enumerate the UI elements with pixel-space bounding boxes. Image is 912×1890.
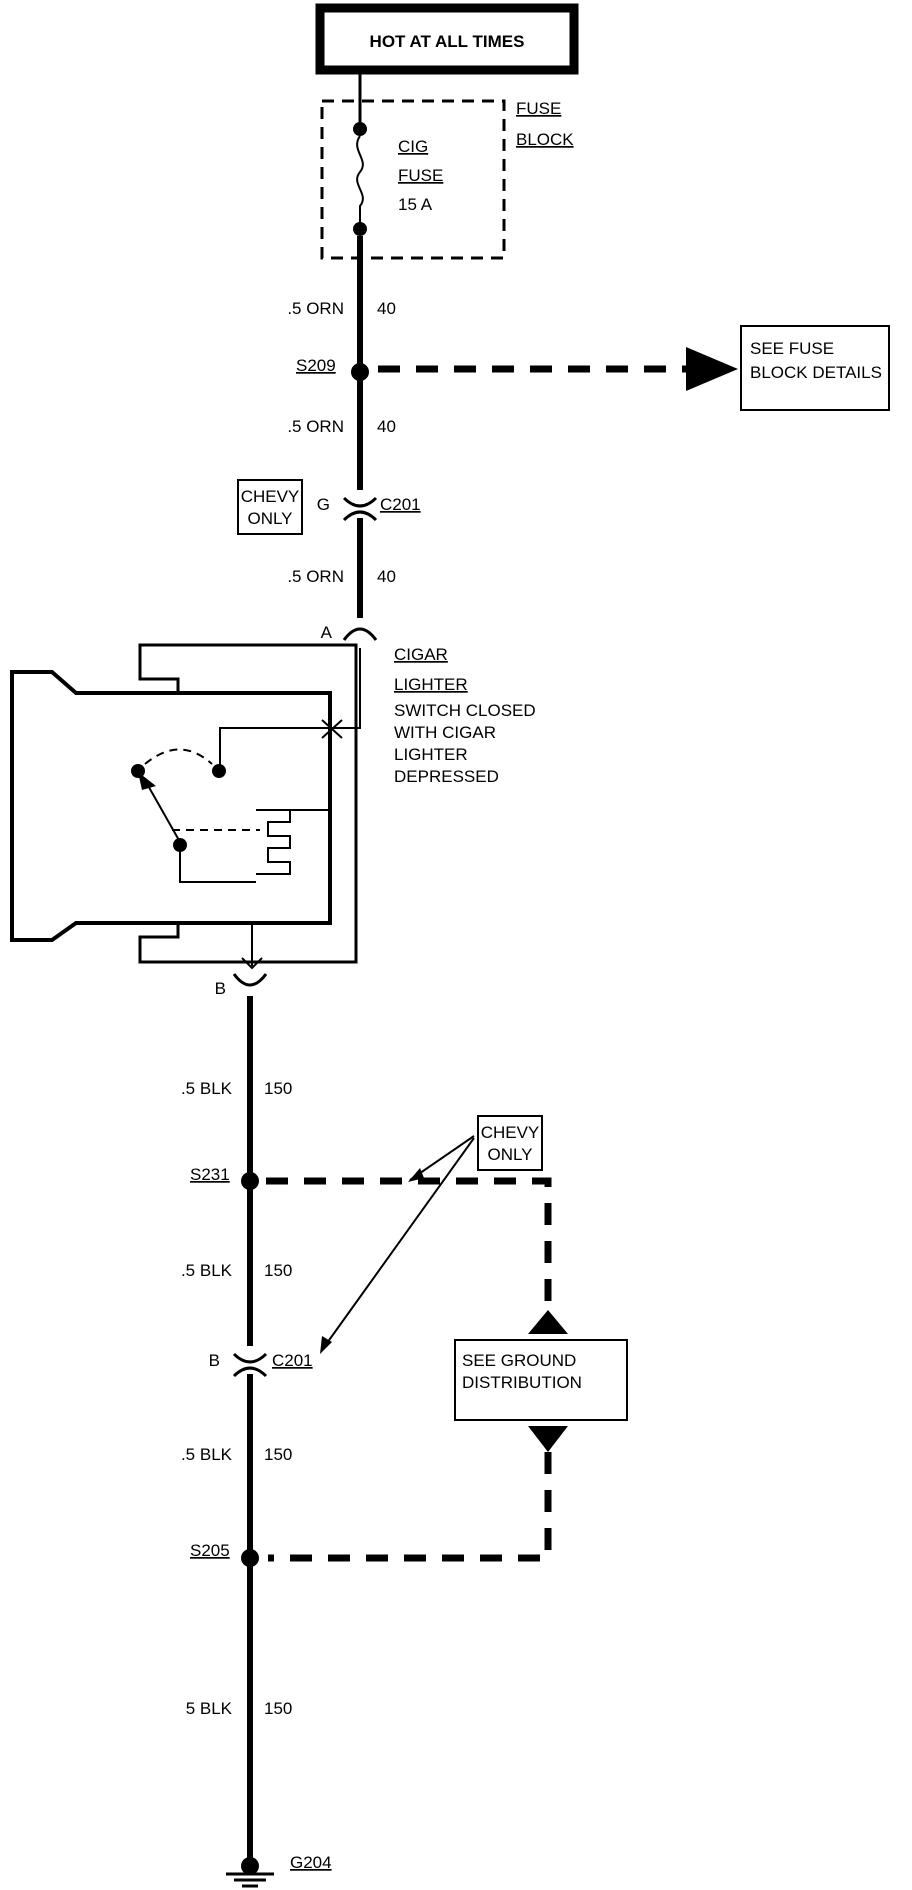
arrow-down-icon xyxy=(528,1426,568,1452)
wire-5-circuit: 150 xyxy=(264,1261,292,1280)
cigar-lighter-component: A B xyxy=(10,618,380,998)
component-name-line1: CIGAR xyxy=(394,645,448,664)
wire-5-gauge: .5 BLK xyxy=(181,1261,233,1280)
connector-c201-top-pin: G xyxy=(317,495,330,514)
component-desc-line2: WITH CIGAR xyxy=(394,723,496,742)
see-fuse-block-details-note: SEE FUSE BLOCK DETAILS xyxy=(740,325,890,411)
component-name-line2: LIGHTER xyxy=(394,675,468,694)
fuse-block-label-line1: FUSE xyxy=(516,99,561,118)
chevy-top-line2: ONLY xyxy=(247,509,292,528)
power-source-label: HOT AT ALL TIMES xyxy=(370,32,525,51)
splice-s231 xyxy=(241,1172,259,1190)
arrow-up-icon xyxy=(528,1310,568,1334)
switch-contact-icon xyxy=(321,719,343,739)
component-desc-line3: LIGHTER xyxy=(394,745,468,764)
fuse-element-icon xyxy=(356,135,364,226)
splice-s209-label: S209 xyxy=(296,356,336,375)
wire-3-circuit: 40 xyxy=(377,567,396,586)
wire-7-gauge: 5 BLK xyxy=(186,1699,233,1718)
see-fuse-line1: SEE FUSE xyxy=(750,339,834,358)
chevy-only-note-mid: CHEVY ONLY xyxy=(477,1115,543,1171)
component-desc-line4: DEPRESSED xyxy=(394,767,499,786)
switch-arrow-icon xyxy=(145,781,181,843)
fuse-rating: 15 A xyxy=(398,195,433,214)
lighter-pin-a: A xyxy=(321,623,333,642)
power-source-box: HOT AT ALL TIMES xyxy=(315,3,579,75)
see-fuse-line2: BLOCK DETAILS xyxy=(750,363,882,382)
ground-g204: G204 xyxy=(226,1853,332,1888)
ground-icon xyxy=(226,1872,274,1888)
arrow-right-icon xyxy=(686,347,738,391)
connector-c201-bottom-pin: B xyxy=(209,1351,220,1370)
ground-label: G204 xyxy=(290,1853,332,1872)
connector-c201-bottom-name: C201 xyxy=(272,1351,313,1370)
wire-2-gauge: .5 ORN xyxy=(287,417,344,436)
connector-c201-bottom: B C201 xyxy=(209,1346,313,1378)
see-ground-line1: SEE GROUND xyxy=(462,1351,576,1370)
splice-s205 xyxy=(241,1549,259,1567)
splice-s231-label: S231 xyxy=(190,1165,230,1184)
wire-4-circuit: 150 xyxy=(264,1079,292,1098)
wire-1-gauge: .5 ORN xyxy=(287,299,344,318)
chevy-top-line1: CHEVY xyxy=(241,487,300,506)
chevy-only-note-top: CHEVY ONLY xyxy=(237,479,303,535)
fuse-name-line2: FUSE xyxy=(398,166,443,185)
splice-s209 xyxy=(351,363,369,381)
fuse-block: FUSE BLOCK CIG FUSE 15 A xyxy=(320,70,574,260)
wire-3-gauge: .5 ORN xyxy=(287,567,344,586)
wire-1-circuit: 40 xyxy=(377,299,396,318)
wire-6-circuit: 150 xyxy=(264,1445,292,1464)
connector-c201-top: G C201 xyxy=(317,490,421,522)
chevy-mid-line1: CHEVY xyxy=(481,1123,540,1142)
wire-6-gauge: .5 BLK xyxy=(181,1445,233,1464)
see-ground-line2: DISTRIBUTION xyxy=(462,1373,582,1392)
fuse-name-line1: CIG xyxy=(398,137,428,156)
wire-4-gauge: .5 BLK xyxy=(181,1079,233,1098)
fuse-block-label-line2: BLOCK xyxy=(516,130,574,149)
see-ground-distribution-note: SEE GROUND DISTRIBUTION xyxy=(454,1339,628,1421)
lighter-pin-b: B xyxy=(215,979,226,998)
connector-c201-top-name: C201 xyxy=(380,495,421,514)
splice-s205-label: S205 xyxy=(190,1541,230,1560)
component-desc-line1: SWITCH CLOSED xyxy=(394,701,536,720)
wire-7-circuit: 150 xyxy=(264,1699,292,1718)
chevy-mid-line2: ONLY xyxy=(487,1145,532,1164)
wire-2-circuit: 40 xyxy=(377,417,396,436)
